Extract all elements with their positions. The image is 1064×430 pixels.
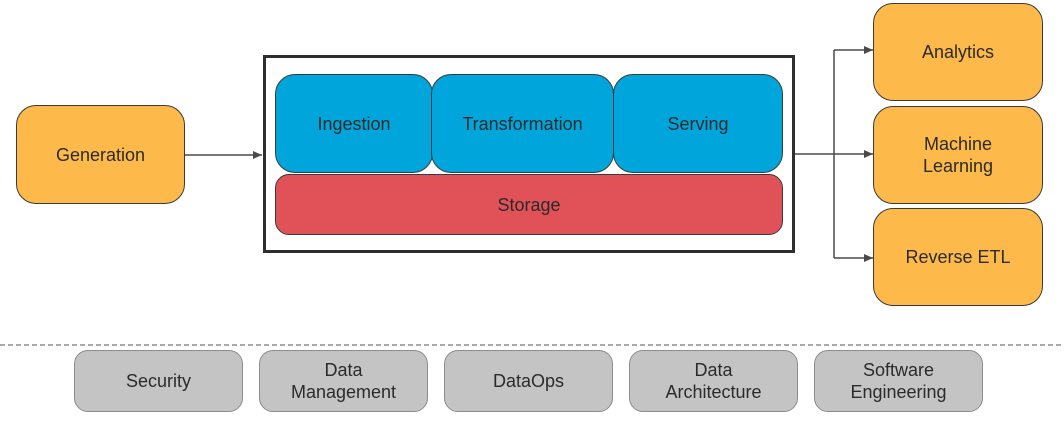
undercurrent-data-management: Data Management xyxy=(259,350,428,412)
reverse-etl-box: Reverse ETL xyxy=(873,208,1043,306)
machine-learning-label: Machine Learning xyxy=(922,134,994,176)
undercurrent-label: Data Management xyxy=(290,360,397,402)
serving-box: Serving xyxy=(613,74,783,173)
undercurrent-software-engineering: Software Engineering xyxy=(814,350,983,412)
ingestion-box: Ingestion xyxy=(275,74,433,173)
storage-label: Storage xyxy=(497,194,561,215)
undercurrent-label: Security xyxy=(125,371,192,391)
transformation-box: Transformation xyxy=(431,74,614,173)
lifecycle-frame xyxy=(263,55,795,253)
undercurrent-security: Security xyxy=(74,350,243,412)
transformation-label: Transformation xyxy=(462,113,583,134)
analytics-label: Analytics xyxy=(921,42,995,62)
ingestion-label: Ingestion xyxy=(317,113,391,134)
undercurrent-dataops: DataOps xyxy=(444,350,613,412)
reverse-etl-label: Reverse ETL xyxy=(905,247,1011,267)
generation-label: Generation xyxy=(55,144,146,165)
undercurrent-label: Software Engineering xyxy=(850,360,947,402)
undercurrent-data-architecture: Data Architecture xyxy=(629,350,798,412)
generation-box: Generation xyxy=(16,105,185,204)
undercurrent-label: DataOps xyxy=(492,371,565,391)
machine-learning-box: Machine Learning xyxy=(873,106,1043,204)
analytics-box: Analytics xyxy=(873,3,1043,101)
serving-label: Serving xyxy=(667,113,729,134)
undercurrent-label: Data Architecture xyxy=(665,360,762,402)
storage-box: Storage xyxy=(275,174,783,235)
